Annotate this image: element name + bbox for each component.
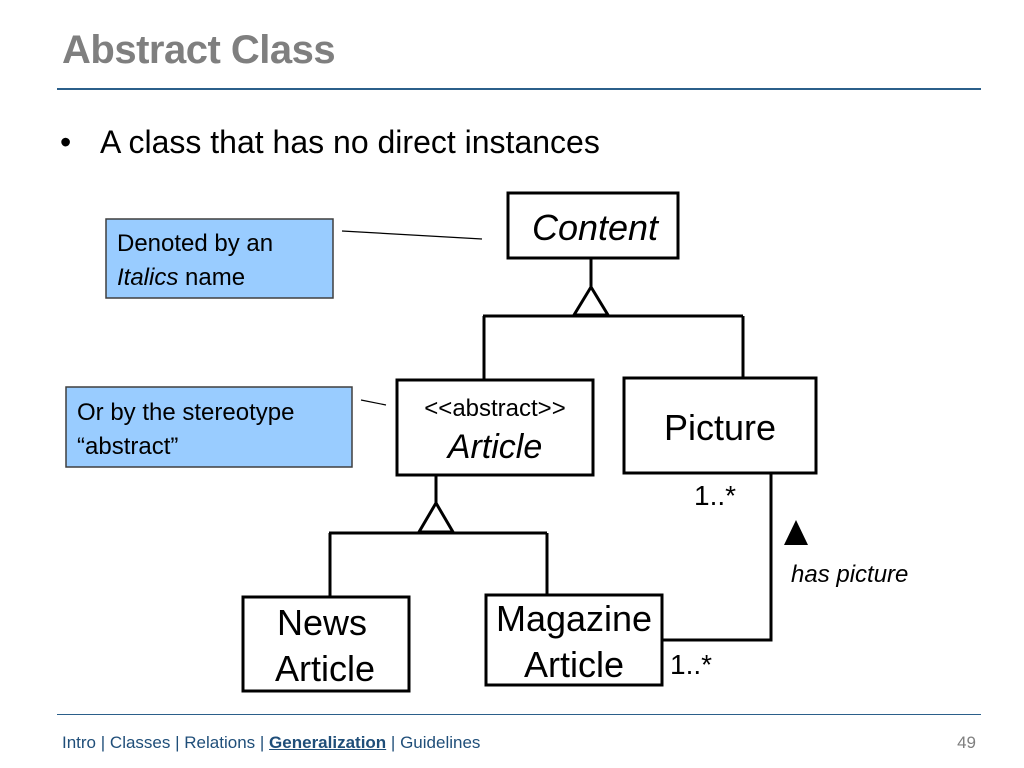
nav-item-classes[interactable]: Classes xyxy=(109,733,171,752)
bullet-point: • A class that has no direct instances xyxy=(60,124,600,161)
generalization-triangle-content xyxy=(571,284,611,317)
class-box-article xyxy=(395,378,595,477)
association-has-picture xyxy=(662,473,773,642)
page-number: 49 xyxy=(957,733,976,752)
callout-italics-box xyxy=(105,218,334,299)
class-name-magazine-line1: Magazine xyxy=(496,598,652,639)
nav-separator: | xyxy=(390,733,396,752)
nav-item-relations[interactable]: Relations xyxy=(184,733,256,752)
callout-italics-leader xyxy=(341,230,483,240)
class-box-magazine-article xyxy=(484,593,664,687)
nav-separator: | xyxy=(100,733,106,752)
class-name-magazine-line2: Article xyxy=(524,644,624,685)
nav-separator: | xyxy=(259,733,265,752)
bullet-dot: • xyxy=(60,124,72,160)
callout-stereotype-line1: Or by the stereotype xyxy=(77,399,294,426)
callout-italics-line1: Denoted by an xyxy=(117,230,273,257)
association-direction-arrow xyxy=(784,520,808,545)
footer-divider xyxy=(57,714,981,715)
class-box-content xyxy=(506,191,680,260)
slide-title: Abstract Class xyxy=(62,28,336,72)
class-name-picture: Picture xyxy=(664,407,776,448)
callout-stereotype-line2: “abstract” xyxy=(77,433,178,460)
callout-italics-rest: name xyxy=(178,264,245,291)
title-divider xyxy=(57,88,981,90)
callout-italics-word: Italics xyxy=(117,264,178,291)
class-box-picture xyxy=(622,376,818,475)
footer-navigation: Intro | Classes | Relations | Generaliza… xyxy=(62,733,480,753)
bullet-text: A class that has no direct instances xyxy=(100,124,600,160)
nav-item-generalization[interactable]: Generalization xyxy=(269,733,387,752)
class-name-news-line2: Article xyxy=(275,648,375,689)
nav-item-intro[interactable]: Intro xyxy=(62,733,97,752)
nav-item-guidelines[interactable]: Guidelines xyxy=(400,733,481,752)
callout-stereotype-leader xyxy=(360,399,387,406)
class-box-news-article xyxy=(241,595,411,693)
callout-stereotype-box xyxy=(65,386,353,468)
class-name-article: Article xyxy=(446,428,542,466)
class-name-news-line1: News xyxy=(277,602,367,643)
class-name-content: Content xyxy=(532,207,660,248)
nav-separator: | xyxy=(175,733,180,752)
multiplicity-picture: 1..* xyxy=(694,480,736,511)
stereotype-abstract: <<abstract>> xyxy=(424,395,565,422)
callout-italics-line2: Italics name xyxy=(117,264,245,291)
generalization-triangle-article xyxy=(416,500,456,534)
association-label: has picture xyxy=(791,561,908,588)
multiplicity-magazine: 1..* xyxy=(670,649,712,680)
